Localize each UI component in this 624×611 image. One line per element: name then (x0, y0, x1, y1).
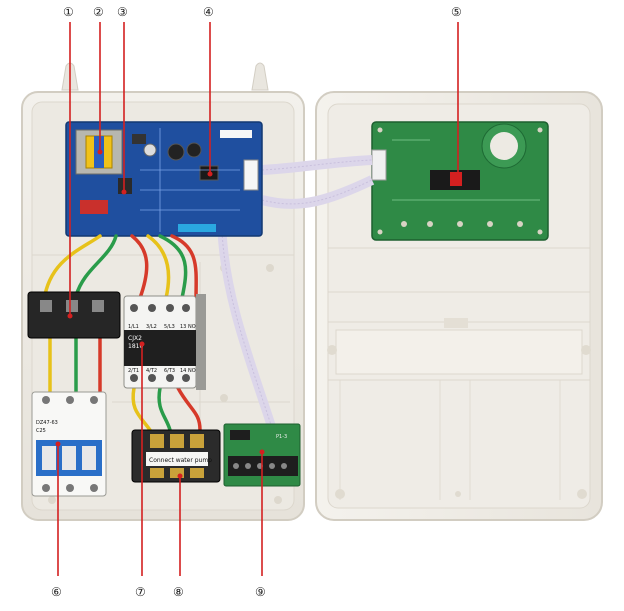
callout-8-number: ⑧ (173, 585, 184, 599)
power-terminal-block (27, 291, 121, 339)
callout-2: ② (93, 5, 104, 155)
callout-5-number: ⑤ (451, 5, 462, 19)
callout-3: ③ (117, 5, 128, 195)
circuit-breaker: DZ47-63 C25 (31, 391, 107, 497)
contactor-rating: 1810 (128, 343, 143, 350)
callout-9-number: ⑨ (255, 585, 266, 599)
pump-terminal-block: Connect water pump (131, 429, 221, 483)
callout-7-number: ⑦ (135, 585, 146, 599)
callouts: ① ② ③ ④ ⑤ ⑥ ⑦ (51, 5, 462, 599)
callout-4-number: ④ (203, 5, 214, 19)
contactor-terminal-bottom-3: 6/T3 (164, 368, 175, 374)
contactor-terminal-bottom-4: 14 NO (180, 368, 196, 374)
contactor-terminal-bottom-1: 2/T1 (128, 368, 139, 374)
callout-8: ⑧ (173, 473, 184, 599)
sensor-board-label: P1-3 (276, 434, 287, 440)
callout-2-number: ② (93, 5, 104, 19)
contactor-terminal-bottom-2: 4/T2 (146, 368, 157, 374)
callout-4: ④ (203, 5, 214, 177)
contactor-terminal-top-4: 13 NO (180, 324, 196, 330)
callout-9: ⑨ (255, 449, 266, 599)
wiring (42, 234, 202, 432)
callout-1: ① (63, 5, 74, 319)
callout-1-number: ① (63, 5, 74, 19)
pump-terminal-label: Connect water pump (149, 457, 212, 464)
contactor-terminal-top-3: 5/L3 (164, 324, 175, 330)
contactor-terminal-top-2: 3/L2 (146, 324, 157, 330)
breaker-model: DZ47-63 (36, 420, 58, 426)
callout-3-number: ③ (117, 5, 128, 19)
contactor: 1/L1 3/L2 5/L3 13 NO 2/T1 4/T2 6/T3 14 N… (123, 294, 206, 390)
contactor-terminal-top-1: 1/L1 (128, 324, 139, 330)
callout-5: ⑤ (451, 5, 462, 183)
contactor-model: CJX2 (128, 335, 142, 342)
main-control-board (65, 121, 263, 237)
callout-6: ⑥ (51, 441, 62, 599)
callout-6-number: ⑥ (51, 585, 62, 599)
callout-7: ⑦ (135, 341, 146, 599)
breaker-rating: C25 (36, 428, 46, 434)
ribbon-cables (217, 155, 375, 430)
